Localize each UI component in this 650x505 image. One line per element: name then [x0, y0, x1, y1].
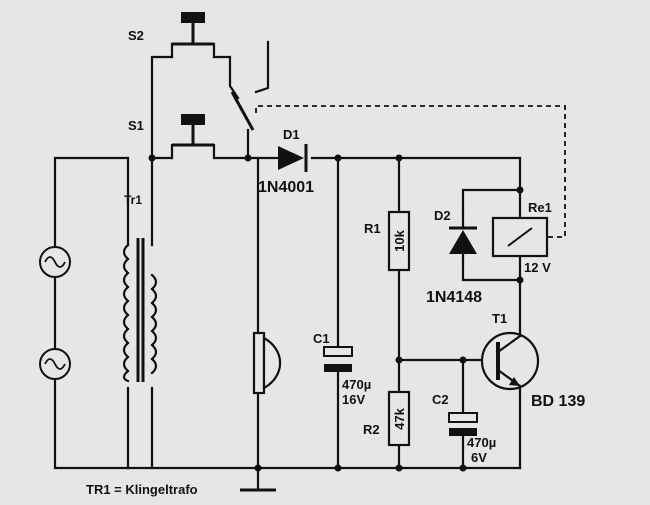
d2-label: D2	[434, 208, 451, 223]
bell-symbol	[252, 331, 282, 395]
c2-capacitance-label: 470µ	[467, 435, 496, 450]
t1-type-label: BD 139	[531, 393, 585, 410]
c2-voltage-label: 6V	[471, 450, 487, 465]
re1-voltage-label: 12 V	[524, 260, 551, 275]
changeover-switch-contact	[254, 40, 270, 94]
s1-label: S1	[128, 118, 144, 133]
r2-value-label: 47k	[392, 407, 407, 429]
resistor-r2	[387, 390, 411, 447]
transistor-t1	[480, 328, 540, 394]
d2-type-label: 1N4148	[426, 289, 482, 306]
pushbutton-s1	[170, 114, 216, 160]
resistor-r1	[387, 210, 411, 272]
d1-type-label: 1N4001	[258, 179, 314, 196]
capacitor-c2	[448, 412, 478, 436]
d1-label: D1	[283, 127, 300, 142]
c1-label: C1	[313, 331, 330, 346]
c1-voltage-label: 16V	[342, 392, 365, 407]
relay-re1	[491, 216, 549, 258]
r1-label: R1	[364, 221, 381, 236]
pushbutton-s2	[170, 12, 216, 59]
c1-capacitance-label: 470µ	[342, 377, 371, 392]
ac-source-top	[39, 246, 71, 278]
junction-dots	[148, 154, 524, 472]
r2-label: R2	[363, 422, 380, 437]
diode-d2	[449, 210, 477, 264]
diode-d1	[278, 144, 308, 172]
wiring	[53, 55, 566, 492]
t1-label: T1	[492, 311, 507, 326]
transformer-tr1	[122, 238, 158, 383]
s2-label: S2	[128, 28, 144, 43]
r1-value-label: 10k	[392, 229, 407, 251]
re1-label: Re1	[528, 200, 552, 215]
capacitor-c1	[323, 346, 353, 372]
ac-source-bottom	[39, 348, 71, 380]
tr1-label: Tr1	[124, 193, 142, 207]
c2-label: C2	[432, 392, 449, 407]
figure-caption: TR1 = Klingeltrafo	[86, 482, 198, 497]
